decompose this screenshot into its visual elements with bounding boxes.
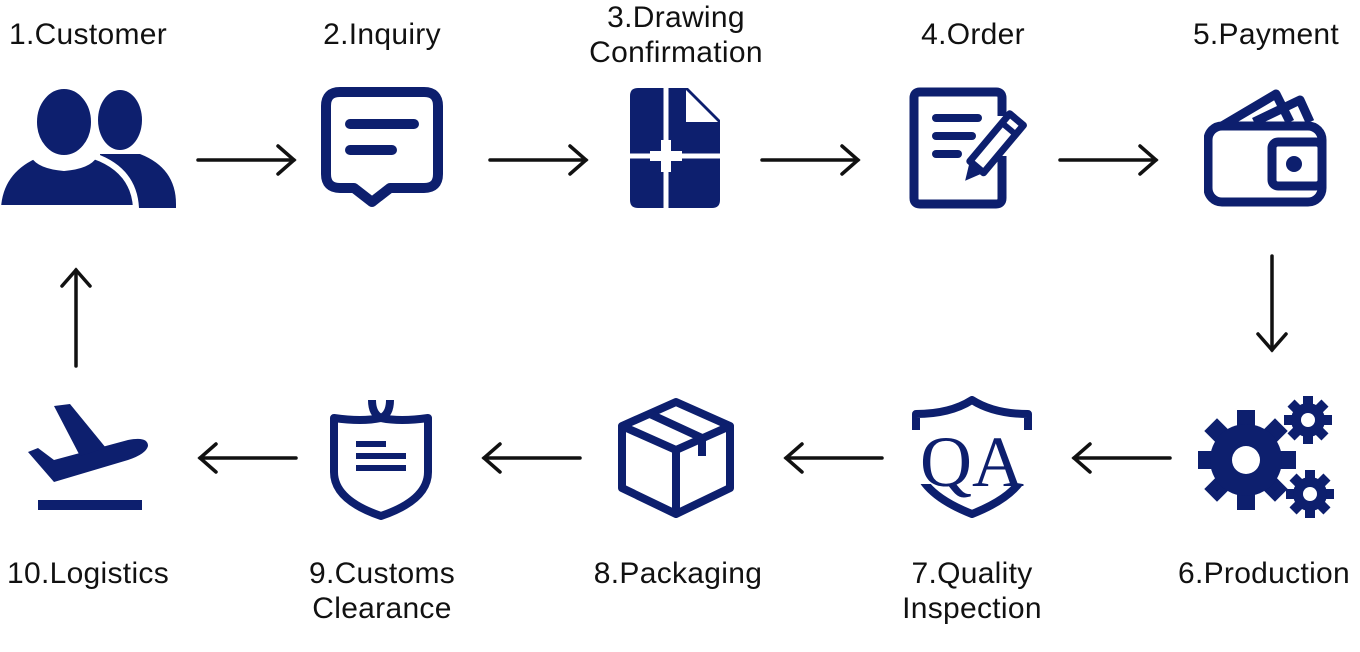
step-9-label: 9.Customs Clearance [290, 556, 474, 626]
step-10-label: 10.Logistics [6, 557, 170, 590]
drawing-document-icon [630, 88, 720, 208]
arrow-8-to-9 [481, 442, 582, 474]
step-6-label: 6.Production [1177, 557, 1351, 590]
qa-shield-icon: QA [910, 396, 1034, 518]
box-icon [618, 398, 734, 518]
step-7-label-line2: Inspection [902, 592, 1042, 625]
arrow-7-to-8 [783, 442, 884, 474]
step-9-label-line1: 9.Customs [308, 557, 456, 590]
step-3-label: 3.Drawing Confirmation [566, 0, 786, 70]
arrow-2-to-3 [488, 144, 589, 176]
users-icon [0, 86, 176, 208]
step-4-label: 4.Order [921, 18, 1025, 51]
step-7-label: 7.Quality Inspection [880, 556, 1064, 626]
order-form-pencil-icon [909, 87, 1027, 209]
step-5-label: 5.Payment [1192, 18, 1340, 51]
arrow-1-to-2 [196, 144, 297, 176]
customs-shield-icon [330, 399, 432, 520]
step-1-label: 1.Customer [8, 18, 168, 51]
chat-bubble-icon [321, 87, 443, 207]
arrow-6-to-7 [1071, 442, 1172, 474]
arrow-10-to-1 [60, 267, 92, 368]
step-2-label: 2.Inquiry [323, 18, 441, 51]
airplane-departure-icon [28, 404, 148, 510]
arrow-3-to-4 [760, 144, 861, 176]
gears-icon [1198, 396, 1334, 518]
step-7-label-line1: 7.Quality [911, 557, 1033, 590]
step-3-label-line2: Confirmation [589, 36, 763, 69]
arrow-5-to-6 [1256, 254, 1288, 353]
step-3-label-line1: 3.Drawing [607, 1, 745, 34]
arrow-4-to-5 [1058, 144, 1159, 176]
step-9-label-line2: Clearance [312, 592, 452, 625]
wallet-icon [1204, 89, 1327, 207]
svg-text:QA: QA [920, 422, 1024, 502]
arrow-9-to-10 [197, 442, 298, 474]
step-8-label: 8.Packaging [593, 557, 763, 590]
